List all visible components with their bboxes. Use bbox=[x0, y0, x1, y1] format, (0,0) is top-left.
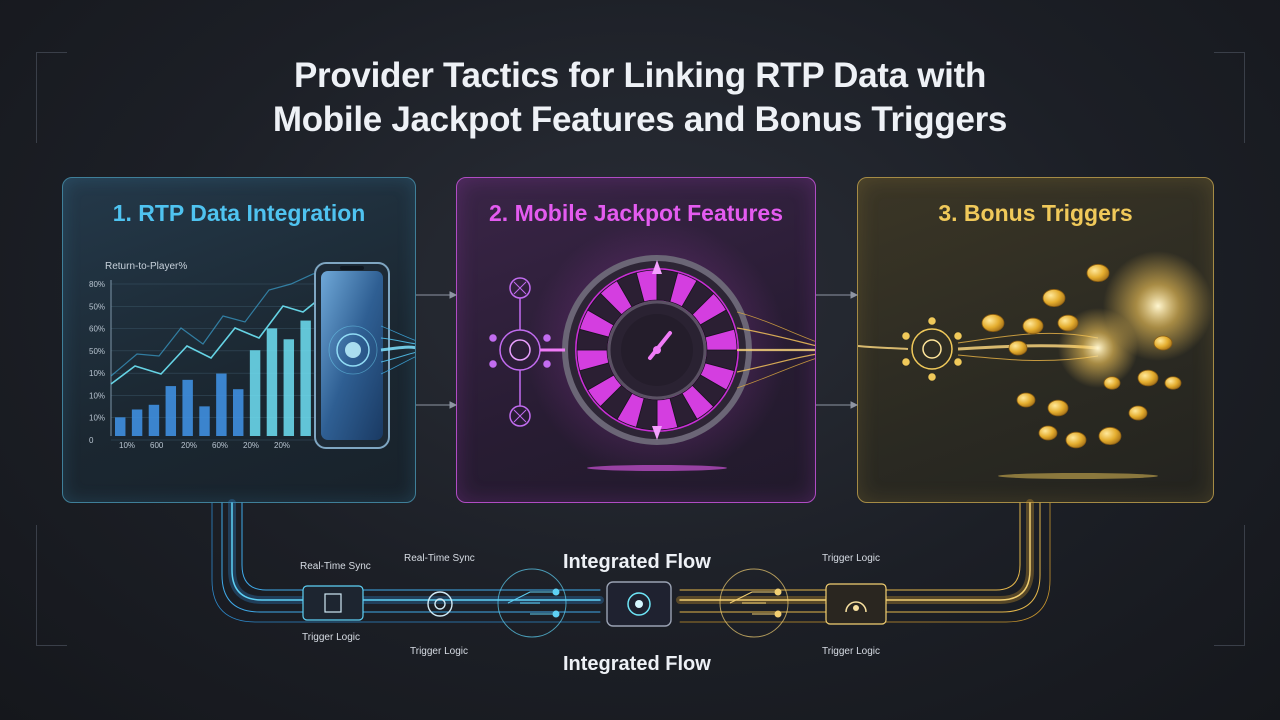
y-tick-label: 10% bbox=[89, 391, 105, 400]
sparkle-burst-large bbox=[1103, 251, 1213, 361]
label-integrated-flow-bottom: Integrated Flow bbox=[563, 653, 711, 675]
chart-bar bbox=[182, 379, 193, 436]
smartphone-icon bbox=[314, 262, 390, 449]
x-tick-label: 60% bbox=[212, 441, 228, 450]
chart-bar bbox=[249, 350, 261, 436]
frame-line-right-bottom bbox=[1214, 525, 1245, 646]
gear-icon bbox=[427, 591, 453, 617]
rtp-chart: 80% 50% 60% 50% 10% 10% 10% 0 10% 600 20% 60% 20% 20% bbox=[89, 262, 415, 450]
jackpot-wheel bbox=[562, 255, 752, 445]
chart-bar bbox=[199, 406, 210, 436]
label-trigger-logic-3: Trigger Logic bbox=[822, 553, 880, 564]
gold-coin-icon bbox=[1153, 335, 1173, 351]
chart-bar bbox=[115, 417, 126, 436]
gold-coin-icon bbox=[1137, 369, 1159, 387]
title-line-1: Provider Tactics for Linking RTP Data wi… bbox=[293, 56, 987, 95]
y-tick-label: 50% bbox=[89, 302, 105, 311]
trigger-node-icon bbox=[902, 317, 962, 381]
label-trigger-logic-1: Trigger Logic bbox=[302, 632, 360, 643]
title-line-2: Mobile Jackpot Features and Bonus Trigge… bbox=[272, 100, 1008, 139]
chart-title: Return-to-Player% bbox=[105, 261, 188, 272]
jackpot-wheel-illustration bbox=[489, 220, 815, 480]
gold-coin-icon bbox=[1038, 425, 1058, 441]
y-tick-label: 60% bbox=[89, 325, 105, 334]
chart-bar bbox=[300, 320, 311, 436]
gold-coin-icon bbox=[1128, 405, 1148, 421]
gold-coin-icon bbox=[1042, 289, 1066, 307]
gold-coin-icon bbox=[1047, 399, 1069, 417]
chart-bar bbox=[283, 339, 295, 436]
y-tick-label: 80% bbox=[89, 280, 105, 289]
gold-coin-icon bbox=[1098, 427, 1122, 445]
panel-title-rtp: 1. RTP Data Integration bbox=[112, 200, 366, 226]
frame-line-left-bottom bbox=[36, 525, 67, 646]
gold-coin-icon bbox=[1086, 264, 1110, 282]
network-node-icon bbox=[489, 277, 565, 427]
gold-coin-icon bbox=[1164, 376, 1182, 390]
frame-line-left-top bbox=[36, 52, 67, 143]
y-tick-label: 10% bbox=[89, 414, 105, 423]
bonus-energy-stream bbox=[736, 311, 815, 389]
panel-rtp-data-integration: 1. RTP Data Integration Return-to-Player… bbox=[62, 177, 416, 503]
frame-line-right-top bbox=[1214, 52, 1245, 143]
gold-coin-icon bbox=[1057, 314, 1079, 332]
x-tick-label: 10% bbox=[119, 441, 135, 450]
panel-title-bonus: 3. Bonus Triggers bbox=[938, 200, 1133, 226]
rtp-trend-line-secondary bbox=[110, 269, 334, 377]
blue-circuit-hub bbox=[497, 568, 567, 638]
rtp-trend-line bbox=[110, 295, 346, 385]
label-trigger-logic-4: Trigger Logic bbox=[822, 646, 880, 657]
x-tick-label: 20% bbox=[181, 441, 197, 450]
y-tick-label: 50% bbox=[89, 347, 105, 356]
integrated-flow-hub bbox=[606, 581, 672, 627]
label-real-time-sync-2: Real-Time Sync bbox=[404, 553, 475, 564]
chart-bar bbox=[266, 328, 278, 436]
chart-bar bbox=[165, 386, 177, 436]
x-tick-label: 20% bbox=[243, 441, 259, 450]
y-tick-label: 0 bbox=[89, 436, 94, 445]
x-tick-label: 600 bbox=[150, 441, 164, 450]
panel-title-jackpot: 2. Mobile Jackpot Features bbox=[489, 200, 783, 226]
panel-mobile-jackpot-features: 2. Mobile Jackpot Features bbox=[456, 177, 816, 503]
panel-bonus-triggers: 3. Bonus Triggers bbox=[857, 177, 1214, 503]
x-tick-label: 20% bbox=[274, 441, 290, 450]
label-real-time-sync-1: Real-Time Sync bbox=[300, 561, 371, 572]
gold-coin-icon bbox=[1008, 340, 1028, 356]
y-tick-label: 10% bbox=[89, 369, 105, 378]
gold-coin-icon bbox=[1016, 392, 1036, 408]
data-stream-beam bbox=[380, 325, 415, 375]
gold-coin-icon bbox=[1022, 317, 1044, 335]
gold-coin-icon bbox=[1103, 376, 1121, 390]
bonus-coins-illustration bbox=[858, 251, 1213, 479]
chart-bar bbox=[233, 389, 244, 436]
bonus-trigger-chip-icon bbox=[825, 583, 887, 625]
gold-coin-icon bbox=[981, 314, 1005, 332]
chart-bar bbox=[216, 373, 227, 436]
chart-bar bbox=[131, 409, 143, 436]
label-trigger-logic-2: Trigger Logic bbox=[410, 646, 468, 657]
sync-chip-icon bbox=[302, 585, 364, 621]
gold-coin-icon bbox=[1065, 431, 1087, 449]
label-integrated-flow-top: Integrated Flow bbox=[563, 551, 711, 573]
gold-circuit-hub bbox=[719, 568, 789, 638]
page-title: Provider Tactics for Linking RTP Data wi… bbox=[0, 54, 1280, 142]
chart-bar bbox=[148, 404, 160, 436]
